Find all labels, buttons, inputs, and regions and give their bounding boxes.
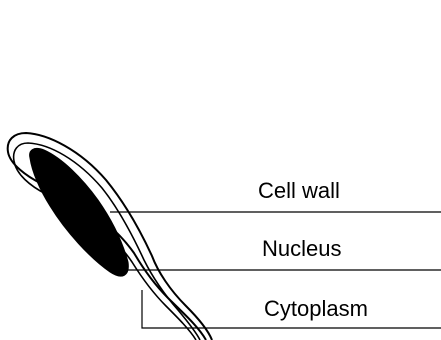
cell-wall-label: Cell wall	[258, 178, 340, 203]
nucleus-label: Nucleus	[262, 236, 341, 261]
cytoplasm-label: Cytoplasm	[264, 296, 368, 321]
